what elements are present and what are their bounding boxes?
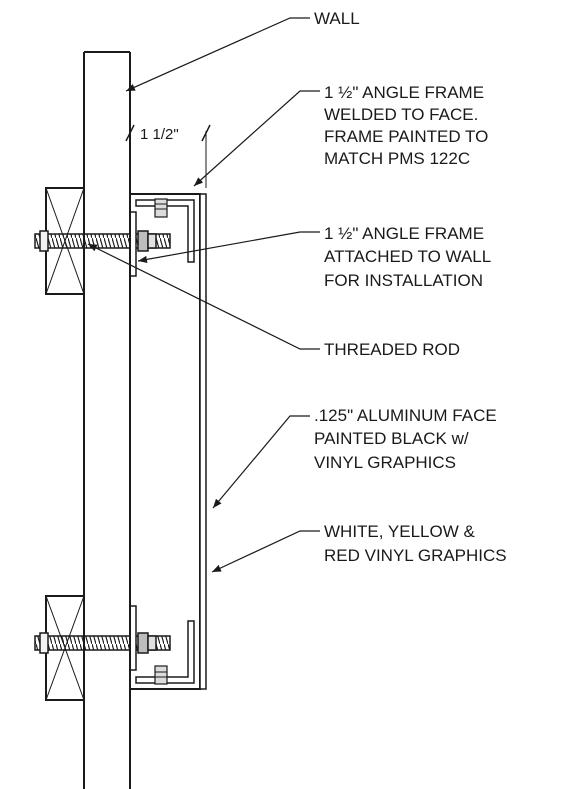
leader-wall <box>125 17 310 92</box>
leader-threaded-rod <box>87 243 320 350</box>
callout-line: VINYL GRAPHICS <box>314 453 456 472</box>
callout-line: FOR INSTALLATION <box>324 271 483 290</box>
callout-line: .125" ALUMINUM FACE <box>314 406 497 425</box>
threaded-rod-bottom <box>34 632 171 654</box>
sign-angle-frame <box>129 193 201 690</box>
leader-aluminum-face <box>212 415 310 509</box>
callout-line: WALL <box>314 9 360 28</box>
callout-line: WHITE, YELLOW & <box>324 522 475 541</box>
callout-line: FRAME PAINTED TO <box>324 127 488 146</box>
callout-line: 1 ½" ANGLE FRAME <box>324 224 484 243</box>
callout-line: ATTACHED TO WALL <box>324 247 491 266</box>
callout-welded-frame: 1 ½" ANGLE FRAME WELDED TO FACE. FRAME P… <box>324 83 488 168</box>
callout-line: THREADED ROD <box>324 340 460 359</box>
callout-line: 1 ½" ANGLE FRAME <box>324 83 484 102</box>
leader-wall-frame <box>137 231 320 263</box>
callout-line: WELDED TO FACE. <box>324 105 478 124</box>
callout-vinyl-graphics: WHITE, YELLOW & RED VINYL GRAPHICS <box>324 522 507 565</box>
wall-section <box>83 51 131 789</box>
callout-line: PAINTED BLACK w/ <box>314 429 469 448</box>
dimension-marker <box>125 124 211 188</box>
callout-threaded-rod: THREADED ROD <box>324 340 460 359</box>
callout-aluminum-face: .125" ALUMINUM FACE PAINTED BLACK w/ VIN… <box>314 406 497 472</box>
callout-line: MATCH PMS 122C <box>324 149 470 168</box>
threaded-rod-top <box>34 230 171 252</box>
callout-wall-frame: 1 ½" ANGLE FRAME ATTACHED TO WALL FOR IN… <box>324 224 491 290</box>
leader-vinyl-graphics <box>211 530 320 573</box>
callout-wall: WALL <box>314 9 360 28</box>
callout-line: RED VINYL GRAPHICS <box>324 546 507 565</box>
leader-welded-frame <box>193 90 320 187</box>
dimension-label: 1 1/2" <box>140 126 179 143</box>
aluminum-face-panel <box>199 193 207 690</box>
